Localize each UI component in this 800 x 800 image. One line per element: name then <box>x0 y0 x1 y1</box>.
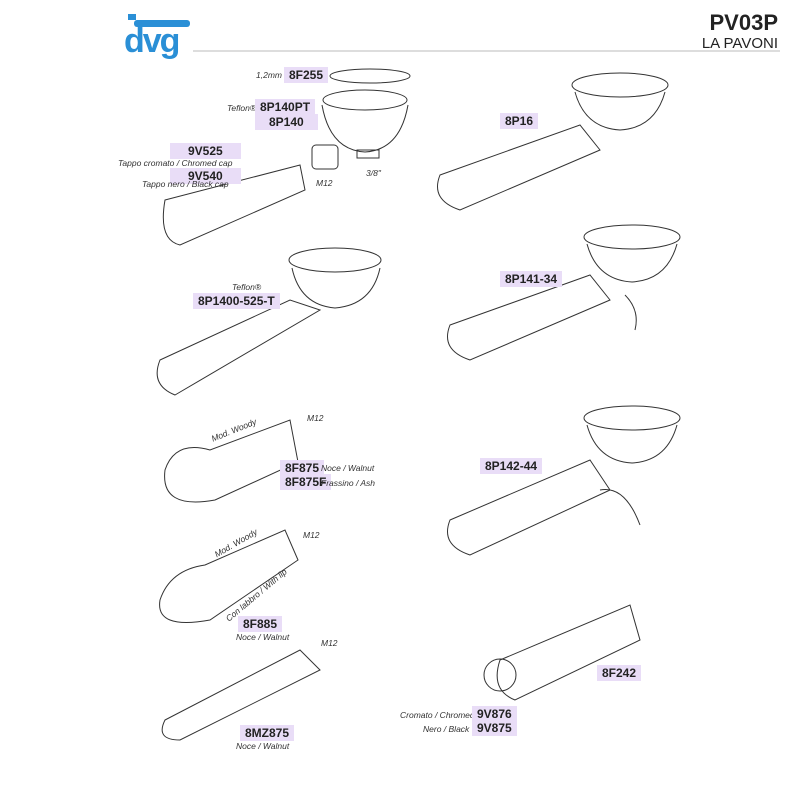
mz-note: Noce / Walnut <box>236 741 290 751</box>
cap-chrome-note: Tappo cromato / Chromed cap <box>118 158 233 168</box>
part-code-8p140pt[interactable]: 8P140PT <box>255 99 316 115</box>
part-code-8p1400-525-t[interactable]: 8P1400-525-T <box>193 293 280 309</box>
part-code-8p16[interactable]: 8P16 <box>500 113 539 129</box>
portafilter-8p16 <box>437 124 601 211</box>
part-code-8f875f[interactable]: 8F875F <box>280 474 332 490</box>
portafilter-logo-icon <box>128 14 190 27</box>
part-code-8f255[interactable]: 8F255 <box>284 67 329 83</box>
part-code-8f875[interactable]: 8F875 <box>280 460 325 476</box>
mz-thread: M12 <box>321 638 338 648</box>
woody-lip-note: Noce / Walnut <box>236 632 290 642</box>
part-code-8p142-44[interactable]: 8P142-44 <box>480 458 543 474</box>
mz-handle <box>161 649 321 741</box>
page-title: PV03P <box>709 10 779 35</box>
logo <box>124 12 194 62</box>
woody-lip-thread: M12 <box>303 530 320 540</box>
cap-black-note: Tappo nero / Black cap <box>142 179 229 189</box>
part-code-9v876[interactable]: 9V876 <box>472 706 517 722</box>
gasket-ring <box>329 68 411 84</box>
woody-note-ash: Frassino / Ash <box>321 478 376 488</box>
woody-note-walnut: Noce / Walnut <box>321 463 375 473</box>
portafilter-8p142 <box>447 459 611 556</box>
portafilter-8p141 <box>447 274 611 361</box>
part-code-8f885[interactable]: 8F885 <box>238 616 283 632</box>
part-code-8mz875[interactable]: 8MZ875 <box>240 725 295 741</box>
part-code-8p140[interactable]: 8P140 <box>255 114 318 130</box>
part-code-9v525[interactable]: 9V525 <box>170 143 241 159</box>
page-subtitle: LA PAVONI <box>701 35 778 52</box>
part-code-8f242[interactable]: 8F242 <box>597 665 642 681</box>
part-code-9v540[interactable]: 9V540 <box>170 168 241 184</box>
filter-basket <box>322 89 408 111</box>
handle-cap <box>483 658 517 692</box>
bakelite-handle <box>162 164 306 246</box>
brand-logo-text: dvg <box>124 22 180 60</box>
handle-chrome-note: Cromato / Chromed <box>400 710 475 720</box>
woody-handle <box>164 419 299 503</box>
part-code-8p141-34[interactable]: 8P141-34 <box>500 271 563 287</box>
portafilter-body <box>321 104 409 153</box>
woody-thread: M12 <box>307 413 324 423</box>
thread-m12-label: M12 <box>316 178 333 188</box>
thread-38-label: 3/8" <box>366 168 381 178</box>
pf-teflon-note: Teflon® <box>232 282 262 292</box>
handle-8f242 <box>496 604 641 701</box>
teflon-note: Teflon® <box>227 103 257 113</box>
handle-black-note: Nero / Black <box>423 724 470 734</box>
woody-lip-handle <box>159 529 299 623</box>
spout-thread <box>356 149 380 159</box>
part-code-9v875[interactable]: 9V875 <box>472 720 517 736</box>
handle-adapter <box>311 144 339 170</box>
gasket-note: 1,2mm <box>256 70 282 80</box>
portafilter-8p1400 <box>156 299 322 396</box>
